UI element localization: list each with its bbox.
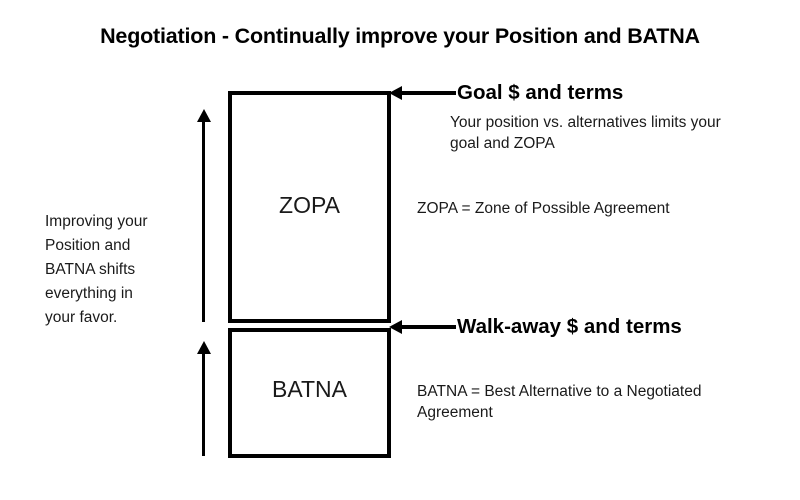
goal-callout-heading: Goal $ and terms bbox=[457, 81, 624, 104]
left-note-line: Position and bbox=[45, 237, 131, 254]
arrow-up-icon bbox=[197, 109, 211, 322]
arrow-up-icon bbox=[197, 341, 211, 456]
arrow-left-head bbox=[389, 86, 402, 100]
arrow-up-shaft bbox=[202, 350, 205, 456]
goal-callout-body: Your position vs. alternatives limits yo… bbox=[450, 114, 721, 152]
batna-box: BATNA bbox=[228, 328, 391, 458]
zopa-box-label: ZOPA bbox=[279, 192, 340, 218]
arrow-left-shaft bbox=[399, 91, 456, 95]
arrow-left-icon bbox=[389, 320, 456, 334]
left-note-line: your favor. bbox=[45, 309, 118, 326]
arrow-up-shaft bbox=[202, 118, 205, 322]
arrow-up-head bbox=[197, 109, 211, 122]
arrow-left-icon bbox=[389, 86, 456, 100]
left-note-line: BATNA shifts bbox=[45, 261, 136, 278]
arrow-left-head bbox=[389, 320, 402, 334]
batna-box-label: BATNA bbox=[272, 376, 347, 402]
left-note-line: everything in bbox=[45, 285, 133, 302]
zopa-definition: ZOPA = Zone of Possible Agreement bbox=[417, 200, 670, 217]
batna-definition: BATNA = Best Alternative to a Negotiated… bbox=[417, 383, 702, 421]
zopa-box: ZOPA bbox=[228, 91, 391, 323]
arrow-left-shaft bbox=[399, 325, 456, 329]
left-note: Improving your Position and BATNA shifts… bbox=[45, 210, 185, 330]
page-title: Negotiation - Continually improve your P… bbox=[100, 24, 700, 48]
walkaway-callout-heading: Walk-away $ and terms bbox=[457, 315, 682, 338]
left-note-line: Improving your bbox=[45, 213, 148, 230]
arrow-up-head bbox=[197, 341, 211, 354]
